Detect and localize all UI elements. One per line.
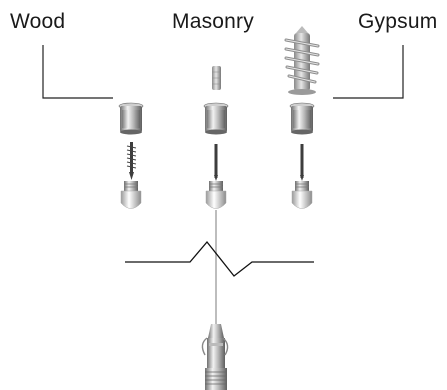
masonry-end-cap [205, 181, 227, 209]
wood-screw [126, 142, 137, 180]
cable-gripper [201, 324, 229, 390]
gypsum-anchor [284, 26, 320, 95]
masonry-sleeve [203, 102, 229, 135]
wood-sleeve [118, 102, 144, 135]
label-wood: Wood [10, 10, 66, 33]
masonry-plug [212, 66, 221, 90]
label-masonry: Masonry [172, 10, 254, 33]
break-line [125, 240, 314, 277]
masonry-screw [214, 144, 218, 181]
gypsum-sleeve [289, 102, 315, 135]
gypsum-screw [300, 144, 304, 181]
wood-end-cap [120, 181, 142, 209]
wood-leader-line [42, 45, 113, 99]
gypsum-leader-line [333, 45, 404, 99]
label-gypsum: Gypsum [358, 10, 438, 33]
gypsum-end-cap [291, 181, 313, 209]
